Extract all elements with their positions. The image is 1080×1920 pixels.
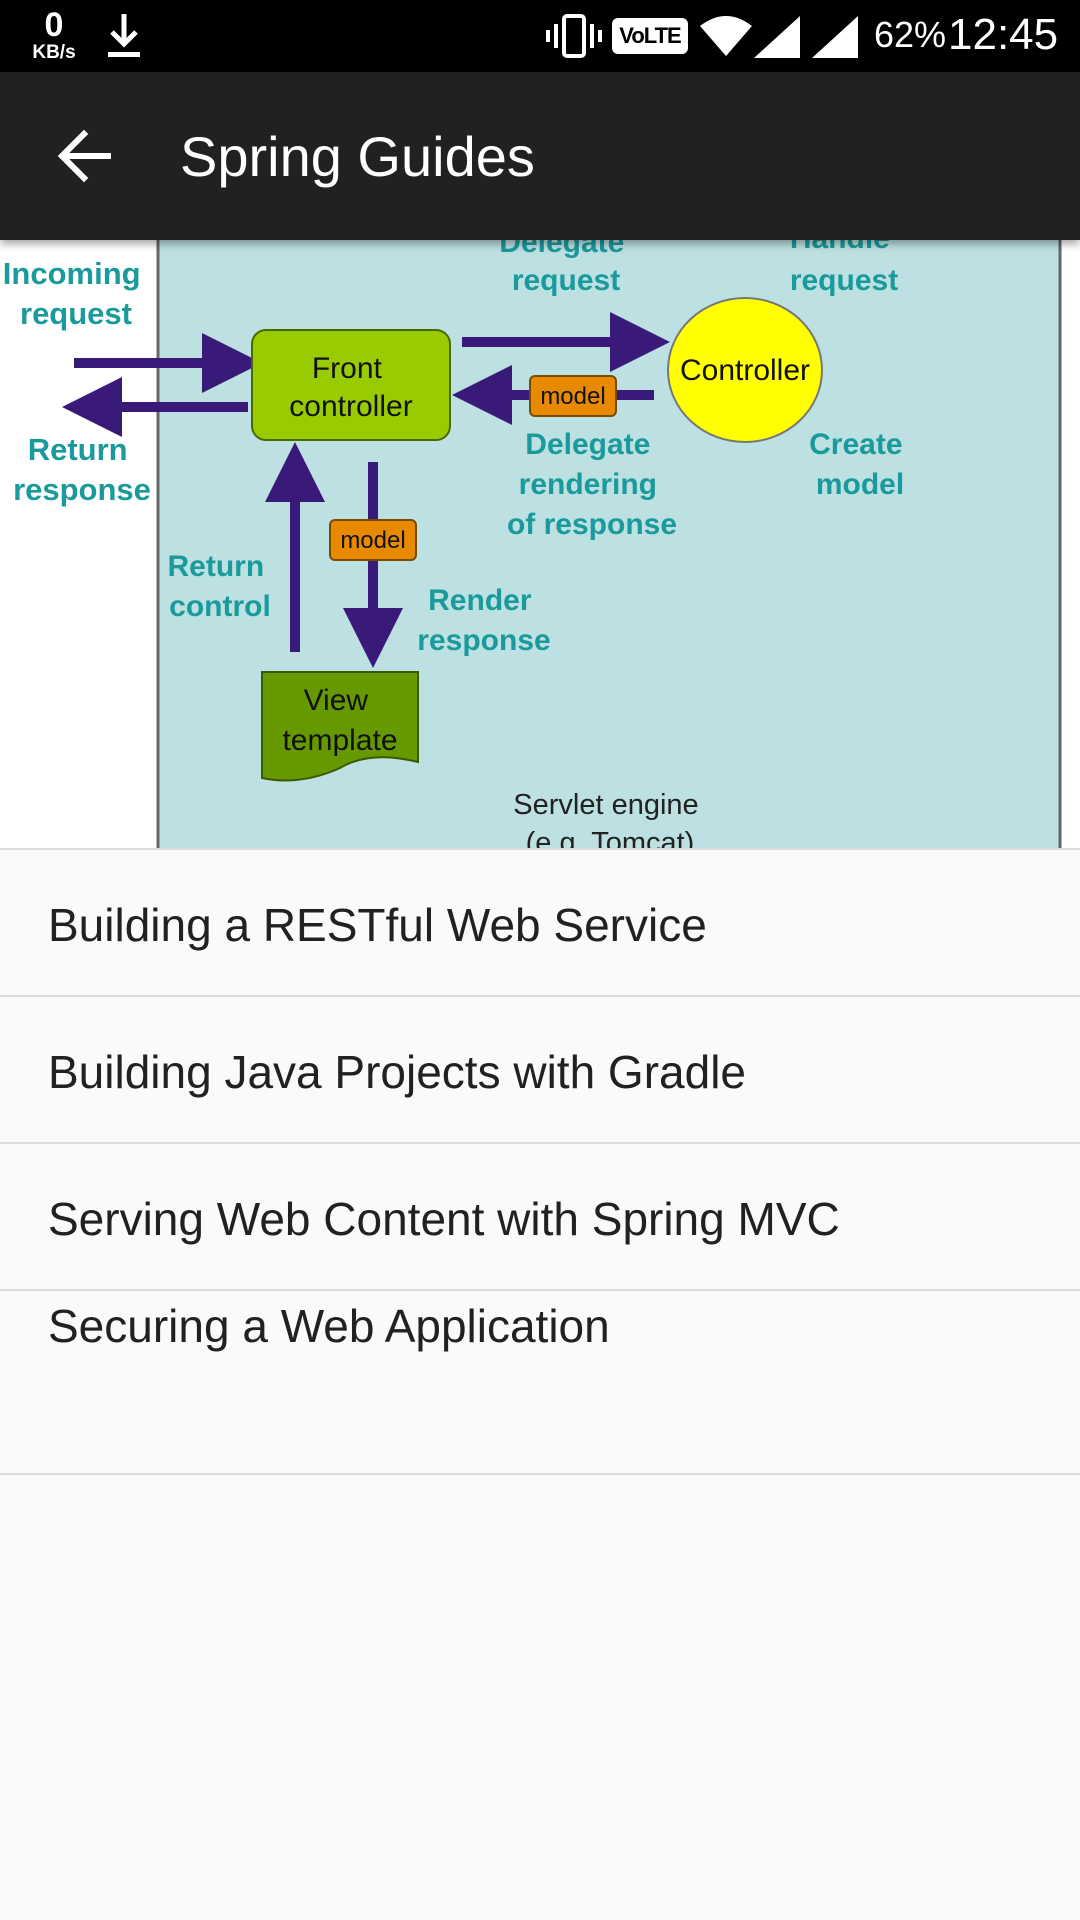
model-badge-bottom-label: model (340, 527, 405, 554)
controller-circle (667, 297, 823, 443)
network-speed-value: 0 (44, 6, 64, 44)
clock: 12:45 (948, 10, 1059, 59)
list-item[interactable]: Securing a Web Application (0, 1291, 1080, 1475)
controller-label: Controller (680, 354, 810, 387)
list-item[interactable]: Building Java Projects with Gradle (0, 997, 1080, 1144)
network-speed: 0 KB/s (24, 8, 84, 62)
servlet-engine-label: Servlet engine (e.g. Tomcat) (513, 789, 706, 848)
model-badge-top (529, 375, 617, 417)
guides-list: Building a RESTful Web Service Building … (0, 848, 1080, 1475)
list-item-label: Serving Web Content with Spring MVC (48, 1193, 840, 1245)
delegate-rendering-label: Delegate rendering of response (507, 428, 677, 541)
incoming-request-label: Incoming request (3, 256, 149, 331)
list-item-label: Securing a Web Application (48, 1300, 610, 1352)
vibrate-icon (546, 14, 602, 58)
network-speed-unit: KB/s (32, 42, 76, 63)
wifi-icon (700, 16, 752, 56)
list-item[interactable]: Building a RESTful Web Service (0, 850, 1080, 997)
render-response-label: Render response (417, 584, 550, 657)
model-badge-top-label: model (540, 383, 605, 410)
delegate-request-label: Delegate request (499, 240, 632, 297)
list-top-divider (0, 848, 1080, 850)
arrow-back-icon[interactable] (52, 120, 124, 192)
front-controller-label: Front controller (289, 352, 412, 423)
return-response-label: Return response (13, 432, 151, 507)
view-template-box (261, 671, 419, 782)
signal-icon (754, 16, 800, 58)
view-template-label: View template (282, 684, 397, 757)
list-item-label: Building Java Projects with Gradle (48, 1046, 746, 1098)
download-icon (108, 14, 140, 57)
return-control-label: Return control (167, 550, 272, 623)
spring-mvc-diagram: Incoming request Return response Front c… (0, 240, 1080, 848)
front-controller-box (251, 329, 451, 441)
volte-icon: VoLTE (612, 18, 688, 54)
model-badge-bottom (329, 519, 417, 561)
page-title: Spring Guides (180, 125, 535, 188)
app-toolbar: Spring Guides (0, 72, 1080, 240)
list-item-label: Building a RESTful Web Service (48, 899, 707, 951)
signal-icon-2 (812, 16, 858, 58)
battery-level: 62% (874, 14, 947, 55)
list-item[interactable]: Serving Web Content with Spring MVC (0, 1144, 1080, 1291)
create-model-label: Create model (809, 428, 911, 501)
handle-request-label: Handle request (790, 240, 898, 297)
status-bar: 0 KB/s VoLTE 62% 12:45 (0, 0, 1080, 72)
